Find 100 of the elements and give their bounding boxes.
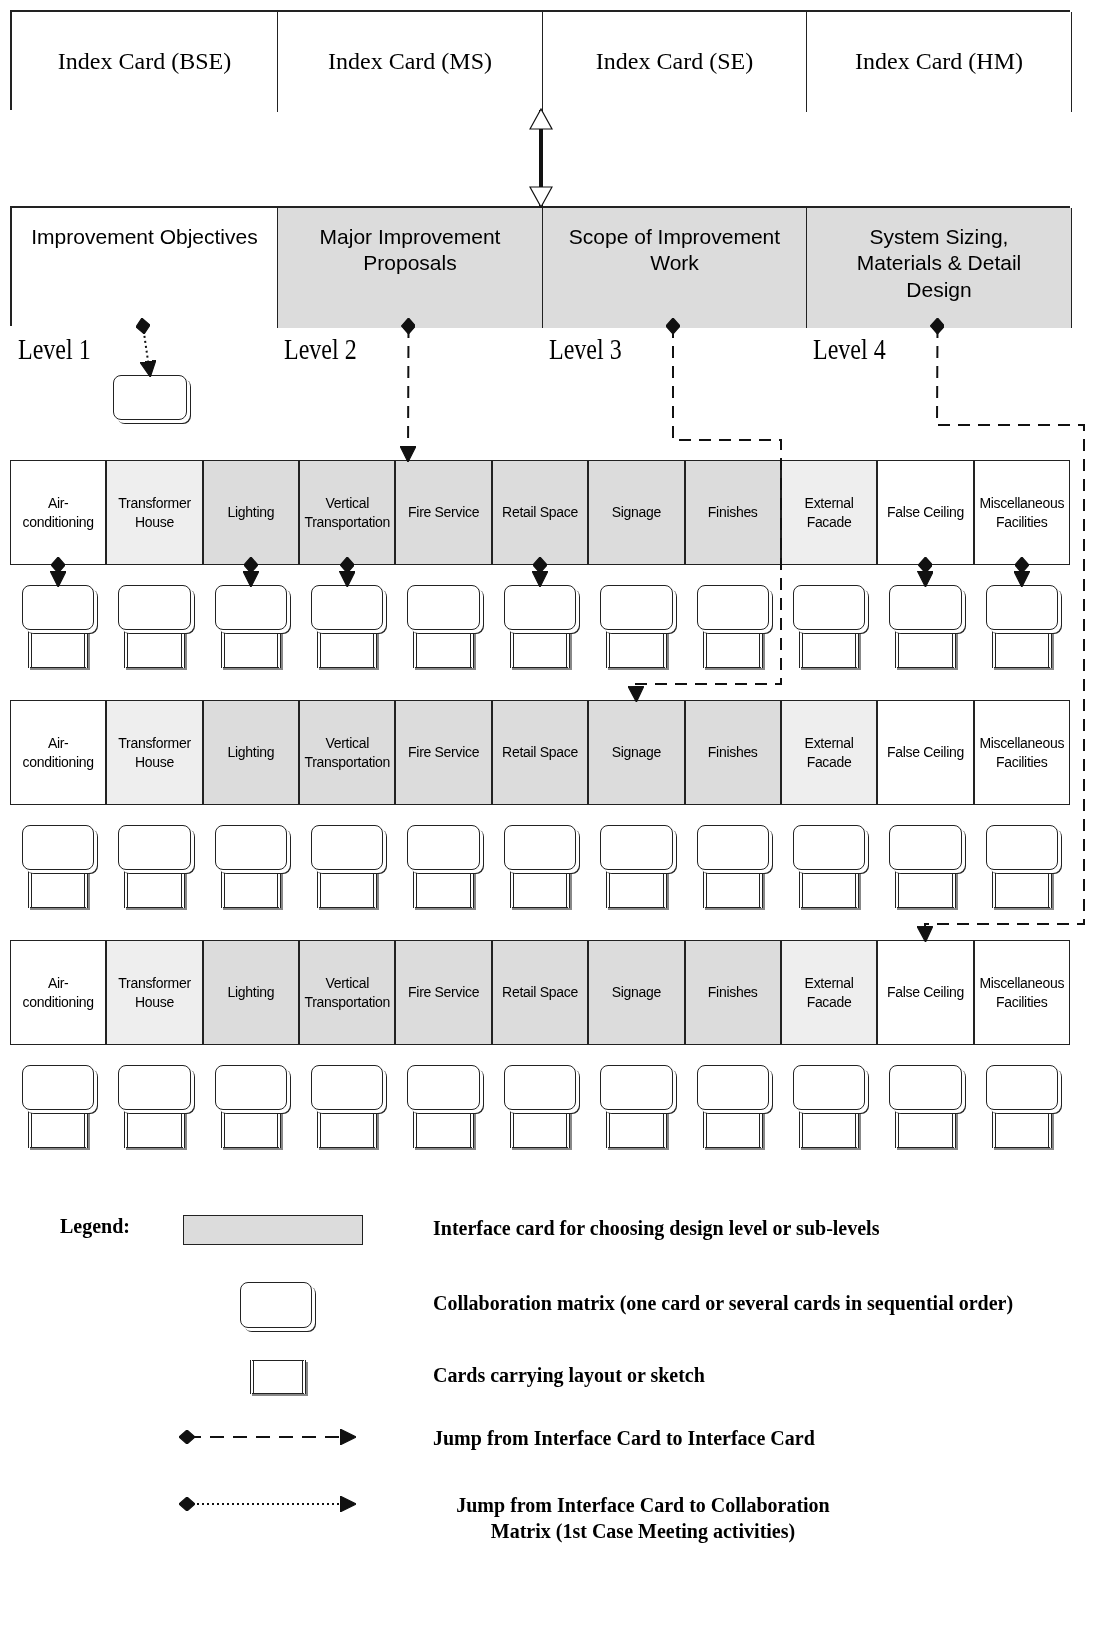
interface-card: [395, 700, 492, 805]
interface-card: [588, 940, 685, 1045]
card-label: False Ceiling: [886, 983, 964, 1002]
card-label: Transformer House: [117, 733, 192, 772]
card-label: Improvement Objectives: [31, 224, 258, 250]
card-row-frame: [10, 206, 1070, 326]
legend-text: Jump from Interface Card to Interface Card: [433, 1426, 816, 1451]
card-label: Lighting: [227, 983, 275, 1002]
card-label: Miscellaneous Facilities: [978, 493, 1066, 532]
card-label: False Ceiling: [886, 743, 964, 762]
card-label: Major Improvement Proposals: [318, 224, 502, 277]
arrow: [916, 317, 1085, 943]
arrow: [627, 317, 782, 703]
card-label: Transformer House: [117, 973, 192, 1012]
legend-text: Cards carrying layout or sketch: [433, 1363, 706, 1388]
interface-card: [588, 700, 685, 805]
card-label: Vertical Transportation: [303, 973, 392, 1012]
interface-card: [10, 700, 107, 805]
card-label: Index Card (HM): [855, 48, 1023, 76]
card-label: Lighting: [227, 743, 275, 762]
interface-card: [299, 700, 396, 805]
interface-card: [491, 940, 589, 1045]
arrow: [49, 556, 67, 588]
card-label: Transformer House: [117, 493, 192, 532]
interface-card: [395, 460, 492, 565]
interface-card: [106, 940, 203, 1045]
interface-card: [10, 460, 107, 565]
card-label: Signage: [611, 743, 661, 762]
arrow: [916, 556, 935, 588]
legend-text: Interface card for choosing design level or sub-levels: [433, 1216, 881, 1241]
card-label: Signage: [611, 503, 661, 522]
card-label: Miscellaneous Facilities: [978, 733, 1066, 772]
interface-card: [780, 940, 878, 1045]
interface-card: [684, 460, 781, 565]
interface-card: [973, 460, 1070, 565]
interface-card: [491, 460, 589, 565]
interface-card: [202, 700, 300, 805]
interface-card: [877, 700, 974, 805]
card-label: Vertical Transportation: [303, 733, 392, 772]
index-card: [807, 12, 1072, 112]
interface-card: [877, 940, 974, 1045]
arrow: [135, 317, 157, 378]
card-label: Retail Space: [502, 983, 578, 1002]
level-label: Level 1: [18, 332, 91, 366]
card-label: External Facade: [803, 973, 855, 1012]
card-label: Index Card (BSE): [57, 48, 232, 76]
card-label: Air- conditioning: [21, 493, 95, 532]
interface-card: [877, 460, 974, 565]
card-row-frame: [10, 10, 1070, 110]
arrow: [242, 556, 260, 588]
arrow: [1013, 556, 1031, 588]
index-card: [543, 12, 807, 112]
index-card: [12, 12, 278, 112]
interface-card: [973, 940, 1070, 1045]
card-label: Miscellaneous Facilities: [978, 973, 1066, 1012]
interface-card: [202, 460, 300, 565]
arrow: [531, 556, 549, 588]
arrow: [529, 108, 553, 208]
interface-card: [202, 940, 300, 1045]
card-label: Lighting: [227, 503, 275, 522]
interface-card: [807, 208, 1072, 328]
card-label: False Ceiling: [886, 503, 964, 522]
level-label: Level 2: [284, 332, 357, 366]
card-label: Fire Service: [408, 983, 480, 1002]
interface-card: [491, 700, 589, 805]
card-label: Fire Service: [408, 743, 480, 762]
interface-card: [684, 940, 781, 1045]
card-label: Vertical Transportation: [303, 493, 392, 532]
card-label: Fire Service: [408, 503, 480, 522]
card-label: Retail Space: [502, 743, 578, 762]
card-label: Signage: [611, 983, 661, 1002]
card-label: Finishes: [707, 743, 758, 762]
interface-card: [299, 460, 396, 565]
card-label: Retail Space: [502, 503, 578, 522]
interface-card: [106, 700, 203, 805]
arrow: [338, 556, 356, 588]
card-label: External Facade: [803, 493, 855, 532]
interface-card: [278, 208, 543, 328]
legend-heading: Legend:: [60, 1215, 130, 1238]
interface-card: [12, 208, 278, 328]
arrow: [399, 317, 417, 463]
interface-card: [973, 700, 1070, 805]
index-card: [278, 12, 543, 112]
interface-card: [543, 208, 807, 328]
legend-text: Jump from Interface Card to Collaboration Matrix (1st Case Meeting activities): [455, 1493, 831, 1544]
interface-card: [780, 460, 878, 565]
card-label: Finishes: [707, 503, 758, 522]
level-label: Level 3: [549, 332, 622, 366]
card-label: Air- conditioning: [21, 733, 95, 772]
interface-card: [395, 940, 492, 1045]
level-label: Level 4: [813, 332, 886, 366]
interface-card: [299, 940, 396, 1045]
legend-text: Collaboration matrix (one card or several cards in sequential order): [433, 1291, 1015, 1316]
card-label: Index Card (MS): [328, 48, 492, 76]
interface-card: [780, 700, 878, 805]
card-label: Finishes: [707, 983, 758, 1002]
card-label: System Sizing, Materials & Detail Design: [855, 224, 1023, 303]
card-label: Air- conditioning: [21, 973, 95, 1012]
card-label: Scope of Improvement Work: [567, 224, 782, 277]
interface-card: [588, 460, 685, 565]
